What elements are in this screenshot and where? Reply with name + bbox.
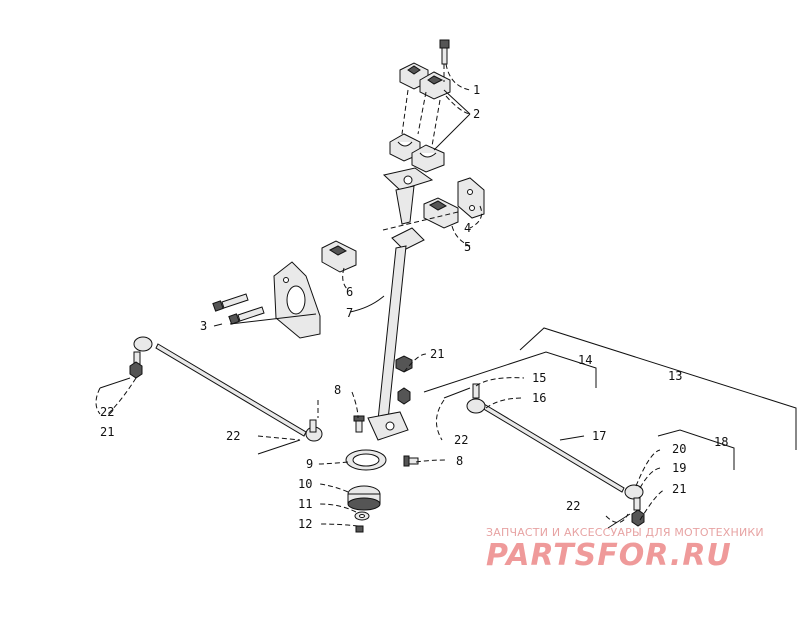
cotter-pin-right-inner (443, 387, 471, 399)
left-tie-rod (129, 336, 323, 442)
right-tie-rod (466, 383, 645, 527)
steering-post-top-plate (382, 167, 434, 225)
label-21-right: 21 (672, 482, 686, 496)
label-22-right: 22 (566, 499, 580, 513)
watermark: ЗАПЧАСТИ И АКСЕССУАРЫ ДЛЯ МОТОТЕХНИКИ PA… (486, 526, 786, 573)
bushing-block (423, 197, 459, 229)
label-21-center: 21 (430, 347, 444, 361)
support-plate (273, 261, 321, 339)
label-16: 16 (532, 391, 546, 405)
mount-bracket (457, 177, 485, 219)
leader-lines (95, 63, 665, 527)
column-nut (395, 355, 413, 405)
label-11: 11 (298, 497, 312, 511)
label-17: 17 (592, 429, 606, 443)
upper-clamp-right (419, 71, 451, 100)
label-14: 14 (578, 353, 592, 367)
label-15: 15 (532, 371, 546, 385)
label-22-left: 22 (100, 405, 114, 419)
bolt-upper (212, 293, 249, 312)
label-19: 19 (672, 461, 686, 475)
assembly-brackets (423, 327, 797, 470)
label-13: 13 (668, 369, 682, 383)
part-number-labels: 1 2 3 4 5 6 7 8 8 9 10 11 12 13 14 15 16… (100, 83, 728, 531)
label-10: 10 (298, 477, 312, 491)
label-5: 5 (464, 240, 471, 254)
label-8-lower: 8 (456, 454, 463, 468)
label-8-upper: 8 (334, 383, 341, 397)
steering-ring (345, 449, 387, 471)
label-21-left: 21 (100, 425, 114, 439)
steering-column (367, 227, 425, 441)
label-2: 2 (473, 107, 480, 121)
label-12: 12 (298, 517, 312, 531)
column-bolt-lower (403, 455, 419, 467)
cotter-pin-left (99, 377, 131, 389)
watermark-logo: PARTSFOR.RU (486, 538, 732, 573)
label-18: 18 (714, 435, 728, 449)
label-22-right-inner: 22 (454, 433, 468, 447)
column-bolt (353, 415, 365, 433)
label-22-left-inner: 22 (226, 429, 240, 443)
label-3: 3 (200, 319, 207, 333)
cotter-pin-left-inner (257, 439, 301, 455)
bolt-lower (228, 306, 265, 325)
steering-bearing (347, 485, 381, 511)
label-7: 7 (346, 306, 353, 320)
clamp-bolt (439, 39, 450, 65)
label-1: 1 (473, 83, 480, 97)
column-washer (354, 511, 370, 521)
steering-block (321, 240, 357, 273)
label-6: 6 (346, 285, 353, 299)
label-20: 20 (672, 442, 686, 456)
label-4: 4 (464, 221, 471, 235)
column-cotter-bolt (355, 525, 364, 533)
lower-clamp-right (411, 144, 445, 173)
watermark-caption: ЗАПЧАСТИ И АКСЕССУАРЫ ДЛЯ МОТОТЕХНИКИ (486, 526, 764, 539)
label-9: 9 (306, 457, 313, 471)
